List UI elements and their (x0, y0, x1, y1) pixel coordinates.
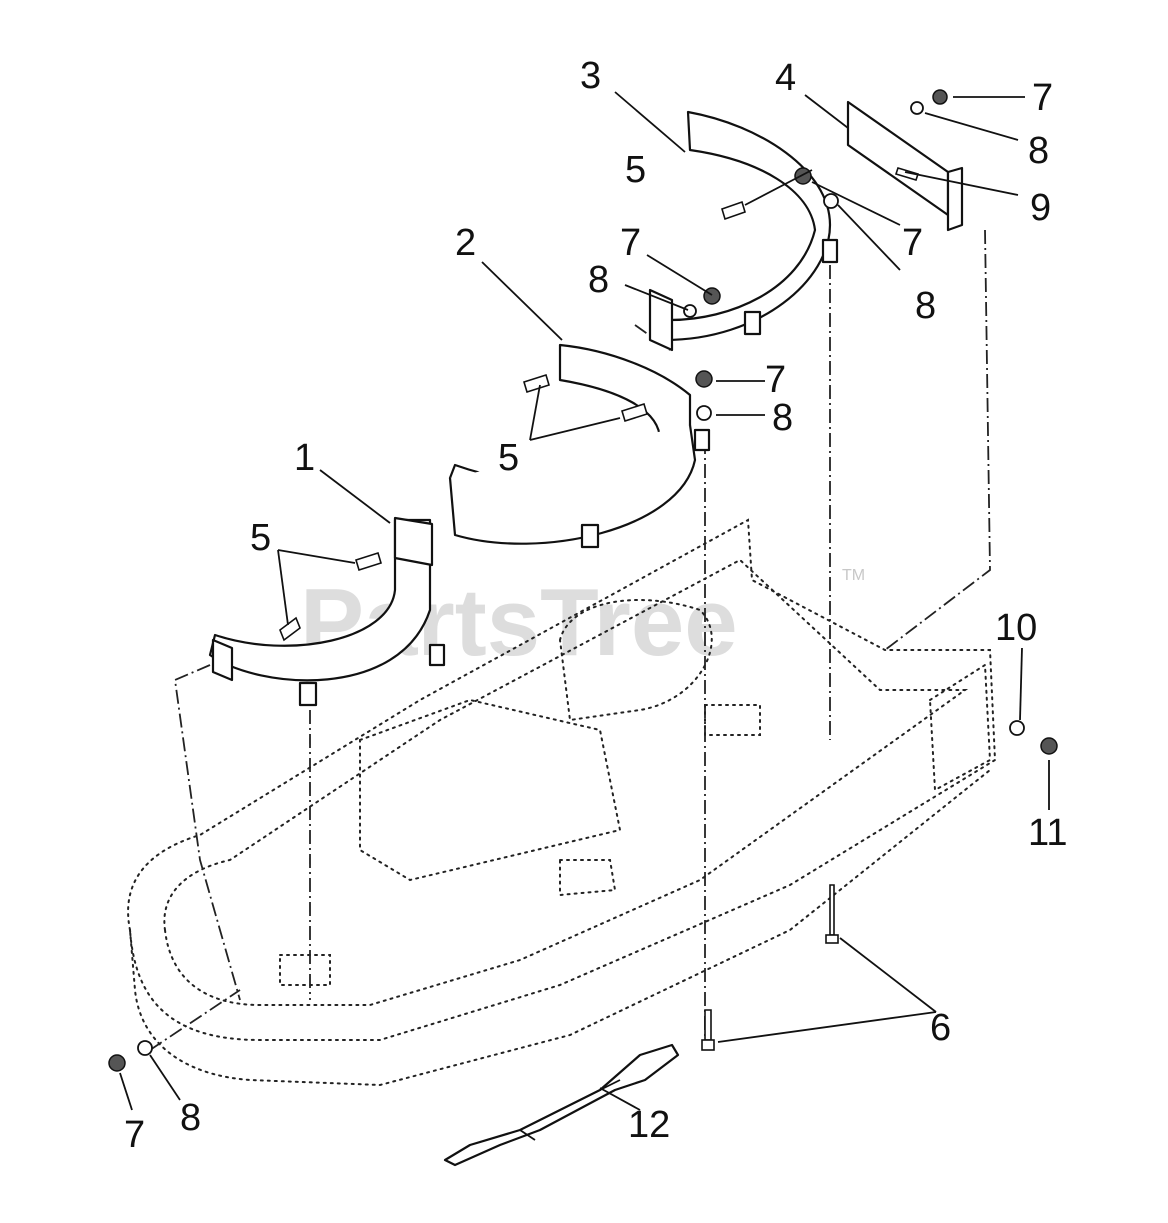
baffle-2 (448, 343, 711, 549)
callout-5-mid: 5 (498, 437, 519, 479)
baffle-3 (648, 110, 839, 352)
callout-10: 10 (995, 607, 1037, 649)
watermark-trademark: TM (842, 567, 865, 584)
callout-4: 4 (775, 57, 796, 99)
baffle-outline-left (174, 664, 241, 1001)
baffle-outline-right (884, 229, 991, 651)
callout-7-lower: 7 (765, 359, 786, 401)
callout-labels: 3 4 7 8 9 5 7 8 2 7 8 7 8 5 1 5 10 11 6 … (124, 55, 1067, 1156)
callout-8-top: 8 (1028, 130, 1049, 172)
callout-5-left: 5 (250, 517, 271, 559)
callout-9: 9 (1030, 187, 1051, 229)
callout-11: 11 (1028, 812, 1067, 854)
callout-7-bottom: 7 (124, 1114, 145, 1156)
baffle-outline-bottom (149, 989, 241, 1051)
callout-8-lower: 8 (772, 397, 793, 439)
callout-6: 6 (930, 1007, 951, 1049)
callout-7-mid-left: 7 (620, 222, 641, 264)
baffle-1 (208, 516, 446, 707)
callout-5-top: 5 (625, 149, 646, 191)
hardware (108, 89, 1058, 1072)
callout-3: 3 (580, 55, 601, 97)
callout-12: 12 (628, 1104, 670, 1146)
blade-12 (443, 1043, 680, 1167)
callout-8-mid-left: 8 (588, 259, 609, 301)
callout-8-bottom: 8 (180, 1097, 201, 1139)
bracket-4 (846, 100, 964, 232)
callout-8-mid-right: 8 (915, 285, 936, 327)
callout-7-top: 7 (1032, 77, 1053, 119)
callout-2: 2 (455, 222, 476, 264)
callout-7-mid-right: 7 (902, 222, 923, 264)
leader-lines (119, 91, 1050, 1111)
callout-1: 1 (294, 437, 315, 479)
mower-deck (127, 518, 997, 1087)
